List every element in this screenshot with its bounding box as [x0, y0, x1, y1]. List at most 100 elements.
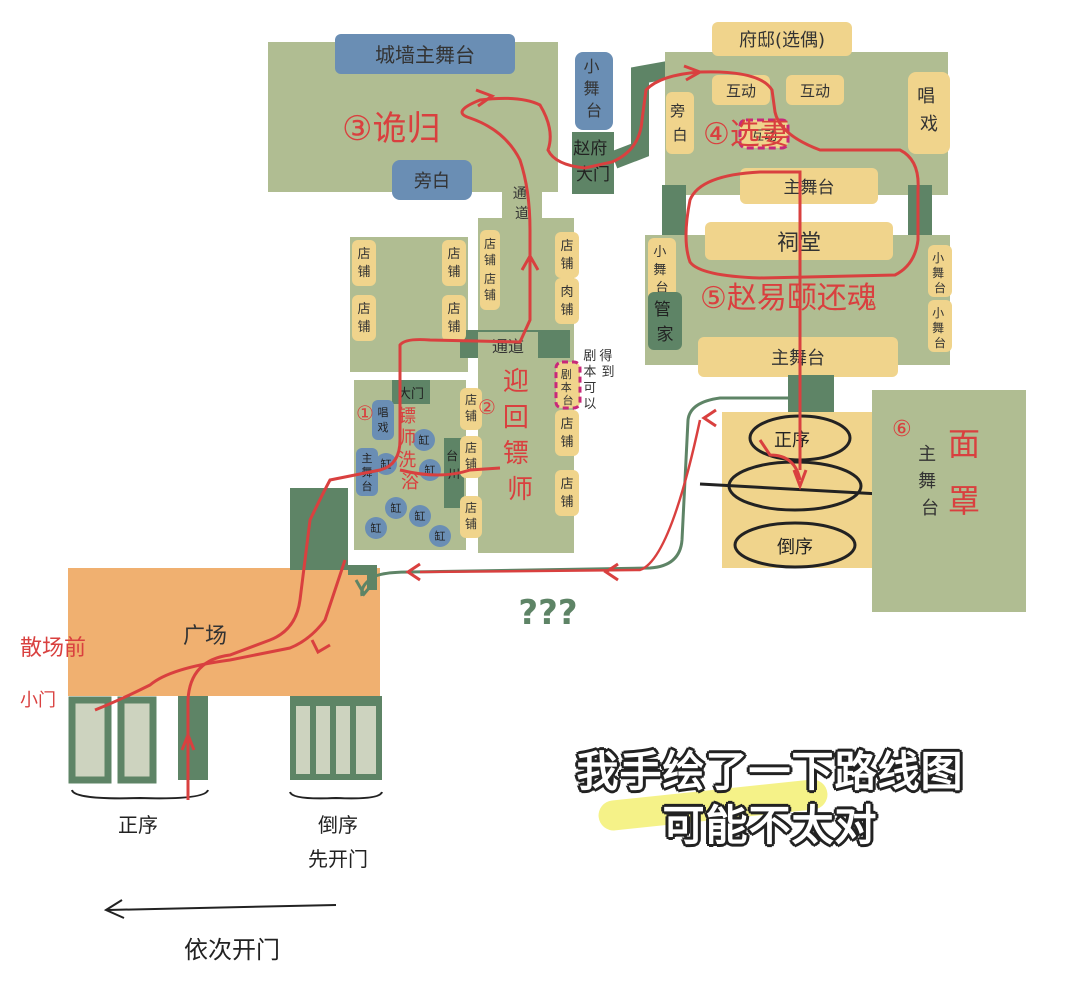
shop-r1-label-2: 铺	[484, 253, 496, 267]
mansion-pangbai	[666, 92, 694, 154]
mask-area	[872, 390, 1026, 612]
bath-tub-3-label: 缸	[425, 463, 436, 477]
city-wall-stage	[335, 34, 515, 74]
front-gate-brace	[71, 789, 209, 800]
shop-l4-label-2: 铺	[447, 320, 460, 335]
right-small-stage-2-label: 小 舞 台	[932, 306, 948, 350]
event-6-label-1: 面	[948, 425, 980, 463]
lower-gate	[788, 375, 834, 413]
shop-r4-label-1: 店	[465, 393, 477, 407]
script-box-label: 剧 本 台	[561, 368, 576, 407]
shop-l3	[442, 240, 466, 286]
script-box-label-2: 本	[561, 380, 572, 394]
right-small-stage-2-label-3: 台	[934, 335, 946, 350]
shop-l1-label-1: 店	[357, 247, 370, 262]
steward-label-2: 家	[657, 325, 674, 345]
left-small-stage-label-1: 小	[653, 245, 666, 260]
front-seats-label: 正序	[774, 430, 810, 451]
shop-r2	[555, 232, 579, 278]
bath-gate	[392, 380, 430, 404]
interact-b	[786, 75, 844, 105]
shop-l1-label: 店铺	[357, 247, 370, 280]
shop-r7-label-1: 店	[560, 417, 573, 432]
bath-singing-label: 唱戏	[378, 406, 389, 434]
event-1-label-1: 镖	[398, 406, 416, 427]
right-small-stage-1	[928, 245, 952, 297]
order-arrow-head	[103, 899, 125, 919]
shop-r4-label: 店铺	[465, 393, 477, 423]
bath-tub-4-label: 缸	[391, 501, 402, 515]
left-small-stage	[648, 238, 676, 300]
return-route-green-tail	[360, 576, 373, 597]
right-small-stage-1-label-3: 台	[934, 280, 946, 295]
bath-main-stage-label-3: 台	[362, 479, 373, 493]
front-gate-label: 正序	[118, 813, 158, 837]
arrow-2	[475, 88, 496, 108]
bath-tub-1-label: 缸	[419, 433, 430, 447]
shop-r5	[460, 436, 482, 478]
shop-l2-label-1: 店	[357, 302, 370, 317]
east-main-stage: 主 舞 台	[918, 444, 942, 519]
shop-r1-label: 店铺店铺	[484, 237, 496, 302]
script-note-6: 到	[601, 365, 614, 380]
event-1-label-3: 洗	[398, 450, 416, 471]
shop-l4-label: 店铺	[447, 302, 460, 335]
shop-r8-label-1: 店	[560, 477, 573, 492]
shop-r3-label: 肉铺	[560, 285, 573, 318]
rear-gate-slot-2	[316, 706, 330, 774]
shop-r7-label-2: 铺	[560, 435, 573, 450]
arrow-5	[603, 562, 619, 582]
shop-r2-label-1: 店	[560, 239, 573, 254]
rear-gate-label-2: 先开门	[308, 847, 368, 871]
zhaofu-gate-label: 赵府 大门	[573, 139, 612, 185]
left-small-stage-label-2: 舞	[653, 263, 666, 278]
shop-r3-label-2: 铺	[560, 303, 573, 318]
east-main-stage-2: 舞	[918, 471, 936, 492]
front-gate-2	[117, 696, 157, 784]
interact-a	[712, 75, 770, 105]
script-box	[554, 360, 582, 410]
north-small-stage-label-1: 小	[583, 57, 599, 76]
event-5-label: ⑤赵易颐还魂	[700, 281, 877, 316]
arrow-1	[180, 730, 196, 751]
event-3-label: ③诡归	[342, 109, 440, 149]
bath-main-stage-label-1: 主	[362, 452, 373, 465]
shop-r2-label: 店铺	[560, 239, 573, 272]
interact-a-label: 互动	[726, 82, 756, 100]
right-small-stage-2-label-1: 小	[932, 306, 944, 320]
bath-singing-label-2: 戏	[378, 421, 389, 434]
right-small-stage-1-label-1: 小	[932, 251, 944, 265]
event-2-label-3: 镖	[503, 439, 529, 469]
city-wall-stage-label: 城墙主舞台	[375, 43, 475, 67]
rear-gate-slot-4	[356, 706, 376, 774]
shop-l3-label-2: 铺	[447, 265, 460, 280]
east-main-stage-3: 台	[921, 498, 939, 519]
bath-tub-6-label: 缸	[371, 521, 382, 535]
shop-r5-label-1: 店	[465, 441, 477, 455]
steward-box	[648, 292, 682, 350]
shop-r2-label-2: 铺	[560, 257, 573, 272]
interact-c-label: 互动	[751, 129, 777, 144]
arrow-10	[354, 579, 376, 597]
shop-r7	[555, 410, 579, 456]
shop-l2	[352, 295, 376, 341]
event-4-label: ④选妻	[703, 117, 790, 152]
seating-divider	[699, 482, 881, 496]
singing-label: 唱 戏	[917, 86, 941, 135]
arrow-6	[405, 562, 421, 582]
singing-label-1: 唱	[917, 86, 935, 107]
main-route-red-branch	[758, 439, 802, 481]
caption-line-2: 可能不太对	[662, 801, 878, 850]
arrow-9	[520, 252, 540, 271]
script-note-4: 以	[583, 397, 596, 412]
shop-l1-label-2: 铺	[357, 265, 370, 280]
plaza	[68, 568, 380, 696]
north-passage-label-2: 道	[515, 206, 529, 222]
shop-r8-label-2: 铺	[560, 495, 573, 510]
event-2-label-1: 迎	[503, 367, 529, 397]
shop-r4-label-2: 铺	[465, 409, 477, 423]
north-passage-label: 通 道	[513, 186, 531, 222]
shop-l2-label-2: 铺	[357, 320, 370, 335]
side-door-label-1: 散场前	[20, 636, 86, 661]
